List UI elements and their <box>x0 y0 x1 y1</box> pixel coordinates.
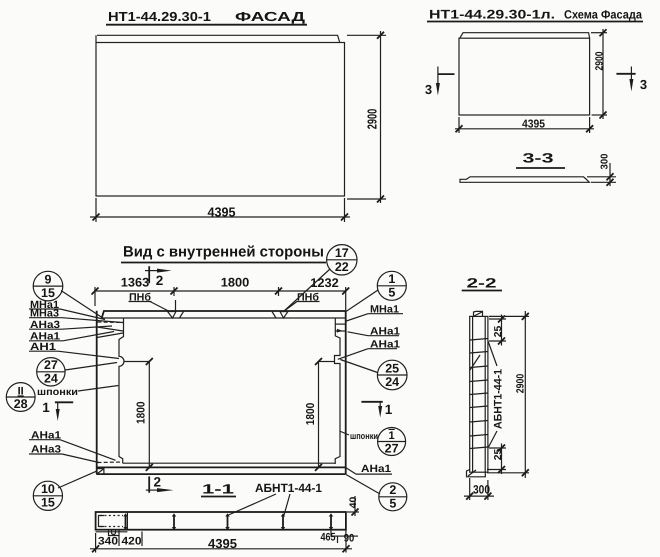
svg-text:24: 24 <box>44 372 58 386</box>
svg-text:24: 24 <box>385 375 399 389</box>
svg-text:1: 1 <box>42 400 50 415</box>
svg-text:1800: 1800 <box>305 403 317 426</box>
svg-text:АНа1: АНа1 <box>30 331 60 343</box>
svg-text:1363: 1363 <box>121 276 150 290</box>
svg-text:1: 1 <box>388 272 395 286</box>
svg-text:шпонки: шпонки <box>350 431 378 441</box>
svg-text:ПНб: ПНб <box>129 292 152 304</box>
svg-text:9: 9 <box>45 273 52 287</box>
svg-text:Схема Фасада: Схема Фасада <box>564 8 642 22</box>
svg-text:АБНТ1-44-1: АБНТ1-44-1 <box>255 481 322 495</box>
svg-text:МНа1: МНа1 <box>370 304 399 316</box>
svg-text:II: II <box>18 385 24 397</box>
svg-text:Вид с внутренней стороны: Вид с внутренней стороны <box>123 244 324 261</box>
svg-text:АНа1: АНа1 <box>31 430 61 442</box>
svg-text:МНа3: МНа3 <box>30 308 59 320</box>
svg-text:АНа3: АНа3 <box>30 319 60 331</box>
svg-text:1: 1 <box>385 402 393 417</box>
svg-text:АНа1: АНа1 <box>370 326 400 338</box>
svg-text:25: 25 <box>493 325 504 337</box>
svg-text:300: 300 <box>473 483 490 497</box>
svg-text:27: 27 <box>385 441 399 455</box>
svg-text:2: 2 <box>154 475 162 490</box>
svg-text:1: 1 <box>389 430 395 442</box>
svg-text:1-1: 1-1 <box>202 482 235 497</box>
svg-text:465: 465 <box>321 532 336 544</box>
svg-text:3-3: 3-3 <box>523 151 555 166</box>
svg-text:АНа1: АНа1 <box>361 463 391 475</box>
svg-text:10: 10 <box>41 482 55 496</box>
svg-text:2: 2 <box>156 273 164 288</box>
svg-text:1232: 1232 <box>310 276 339 290</box>
svg-text:2900: 2900 <box>365 109 380 130</box>
svg-text:40: 40 <box>348 497 359 509</box>
svg-text:300: 300 <box>600 153 611 169</box>
svg-text:5: 5 <box>389 497 396 511</box>
svg-text:2900: 2900 <box>594 51 606 70</box>
svg-text:25: 25 <box>385 361 399 375</box>
svg-text:340: 340 <box>98 536 118 548</box>
svg-text:шпонки: шпонки <box>37 387 78 398</box>
svg-text:22: 22 <box>335 260 349 274</box>
svg-text:420: 420 <box>122 536 142 548</box>
svg-text:НТ1-44.29.30-1л.: НТ1-44.29.30-1л. <box>429 8 555 22</box>
svg-text:МНа1: МНа1 <box>30 299 59 311</box>
svg-text:3: 3 <box>425 82 432 97</box>
svg-text:2900: 2900 <box>515 374 527 394</box>
svg-text:2-2: 2-2 <box>467 276 497 291</box>
svg-text:АБНТ1-44-1: АБНТ1-44-1 <box>493 369 505 429</box>
svg-text:1800: 1800 <box>221 276 250 290</box>
svg-text:15: 15 <box>41 286 55 300</box>
svg-text:90: 90 <box>344 533 355 545</box>
svg-text:3: 3 <box>640 77 647 92</box>
svg-text:17: 17 <box>335 246 349 260</box>
svg-text:НТ1-44.29.30-1: НТ1-44.29.30-1 <box>108 9 211 24</box>
svg-text:4395: 4395 <box>522 119 546 131</box>
svg-text:1800: 1800 <box>136 402 148 425</box>
svg-text:АН1: АН1 <box>30 341 56 353</box>
svg-text:2: 2 <box>389 483 396 497</box>
svg-text:25: 25 <box>493 448 504 460</box>
svg-text:28: 28 <box>14 397 28 411</box>
svg-text:АНа1: АНа1 <box>370 339 400 351</box>
svg-text:15: 15 <box>41 496 55 510</box>
svg-text:27: 27 <box>44 358 58 372</box>
svg-text:5: 5 <box>388 286 395 300</box>
svg-text:4395: 4395 <box>208 205 236 220</box>
svg-text:4395: 4395 <box>208 536 237 551</box>
svg-text:ФАСАД: ФАСАД <box>235 9 306 24</box>
svg-text:АНа3: АНа3 <box>31 444 61 456</box>
